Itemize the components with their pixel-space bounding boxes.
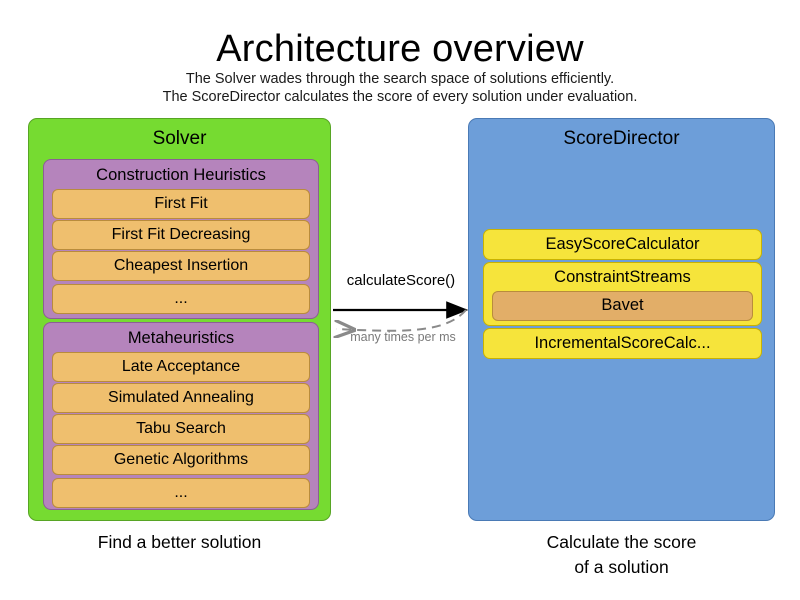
score-director-caption-line-1: Calculate the score	[546, 532, 697, 552]
group-metaheuristics: Metaheuristics Late Acceptance Simulated…	[43, 322, 319, 510]
calculator-constraint-streams: ConstraintStreams Bavet	[483, 262, 762, 326]
list-item: Cheapest Insertion	[52, 251, 310, 281]
score-director-caption-line-2: of a solution	[574, 557, 669, 577]
list-item: First Fit	[52, 189, 310, 219]
group-title-construction-heuristics: Construction Heuristics	[96, 166, 266, 184]
list-item: First Fit Decreasing	[52, 220, 310, 250]
metaheuristics-item-list: Late Acceptance Simulated Annealing Tabu…	[52, 352, 310, 509]
score-director-panel-title: ScoreDirector	[563, 128, 680, 149]
calculator-incremental-score-calculator: IncrementalScoreCalc...	[483, 328, 762, 359]
list-item-ellipsis: ...	[52, 284, 310, 314]
solver-panel: Solver Construction Heuristics First Fit…	[28, 118, 331, 521]
solver-panel-title: Solver	[152, 128, 207, 149]
list-item: Genetic Algorithms	[52, 445, 310, 475]
many-times-per-ms-arrow	[336, 309, 467, 331]
subtitle-line-1: The Solver wades through the search spac…	[185, 71, 615, 87]
many-times-per-ms-arrow-label: many times per ms	[350, 330, 456, 344]
calculator-easy-score-calculator: EasyScoreCalculator	[483, 229, 762, 260]
group-construction-heuristics: Construction Heuristics First Fit First …	[43, 159, 319, 319]
page-title: Architecture overview	[216, 28, 584, 70]
score-calculator-list: EasyScoreCalculator ConstraintStreams Ba…	[483, 229, 762, 361]
score-director-caption: Calculate the score of a solution	[468, 530, 775, 580]
solver-caption: Find a better solution	[97, 532, 262, 552]
calculate-score-arrow-label: calculateScore()	[346, 272, 456, 289]
list-item-ellipsis: ...	[52, 478, 310, 508]
list-item: Tabu Search	[52, 414, 310, 444]
calculator-bavet: Bavet	[492, 291, 753, 321]
subtitle-line-2: The ScoreDirector calculates the score o…	[162, 89, 638, 105]
score-director-panel: ScoreDirector EasyScoreCalculator Constr…	[468, 118, 775, 521]
calculator-constraint-streams-label: ConstraintStreams	[554, 268, 691, 286]
list-item: Simulated Annealing	[52, 383, 310, 413]
construction-heuristics-item-list: First Fit First Fit Decreasing Cheapest …	[52, 189, 310, 315]
group-title-metaheuristics: Metaheuristics	[127, 329, 235, 347]
list-item: Late Acceptance	[52, 352, 310, 382]
